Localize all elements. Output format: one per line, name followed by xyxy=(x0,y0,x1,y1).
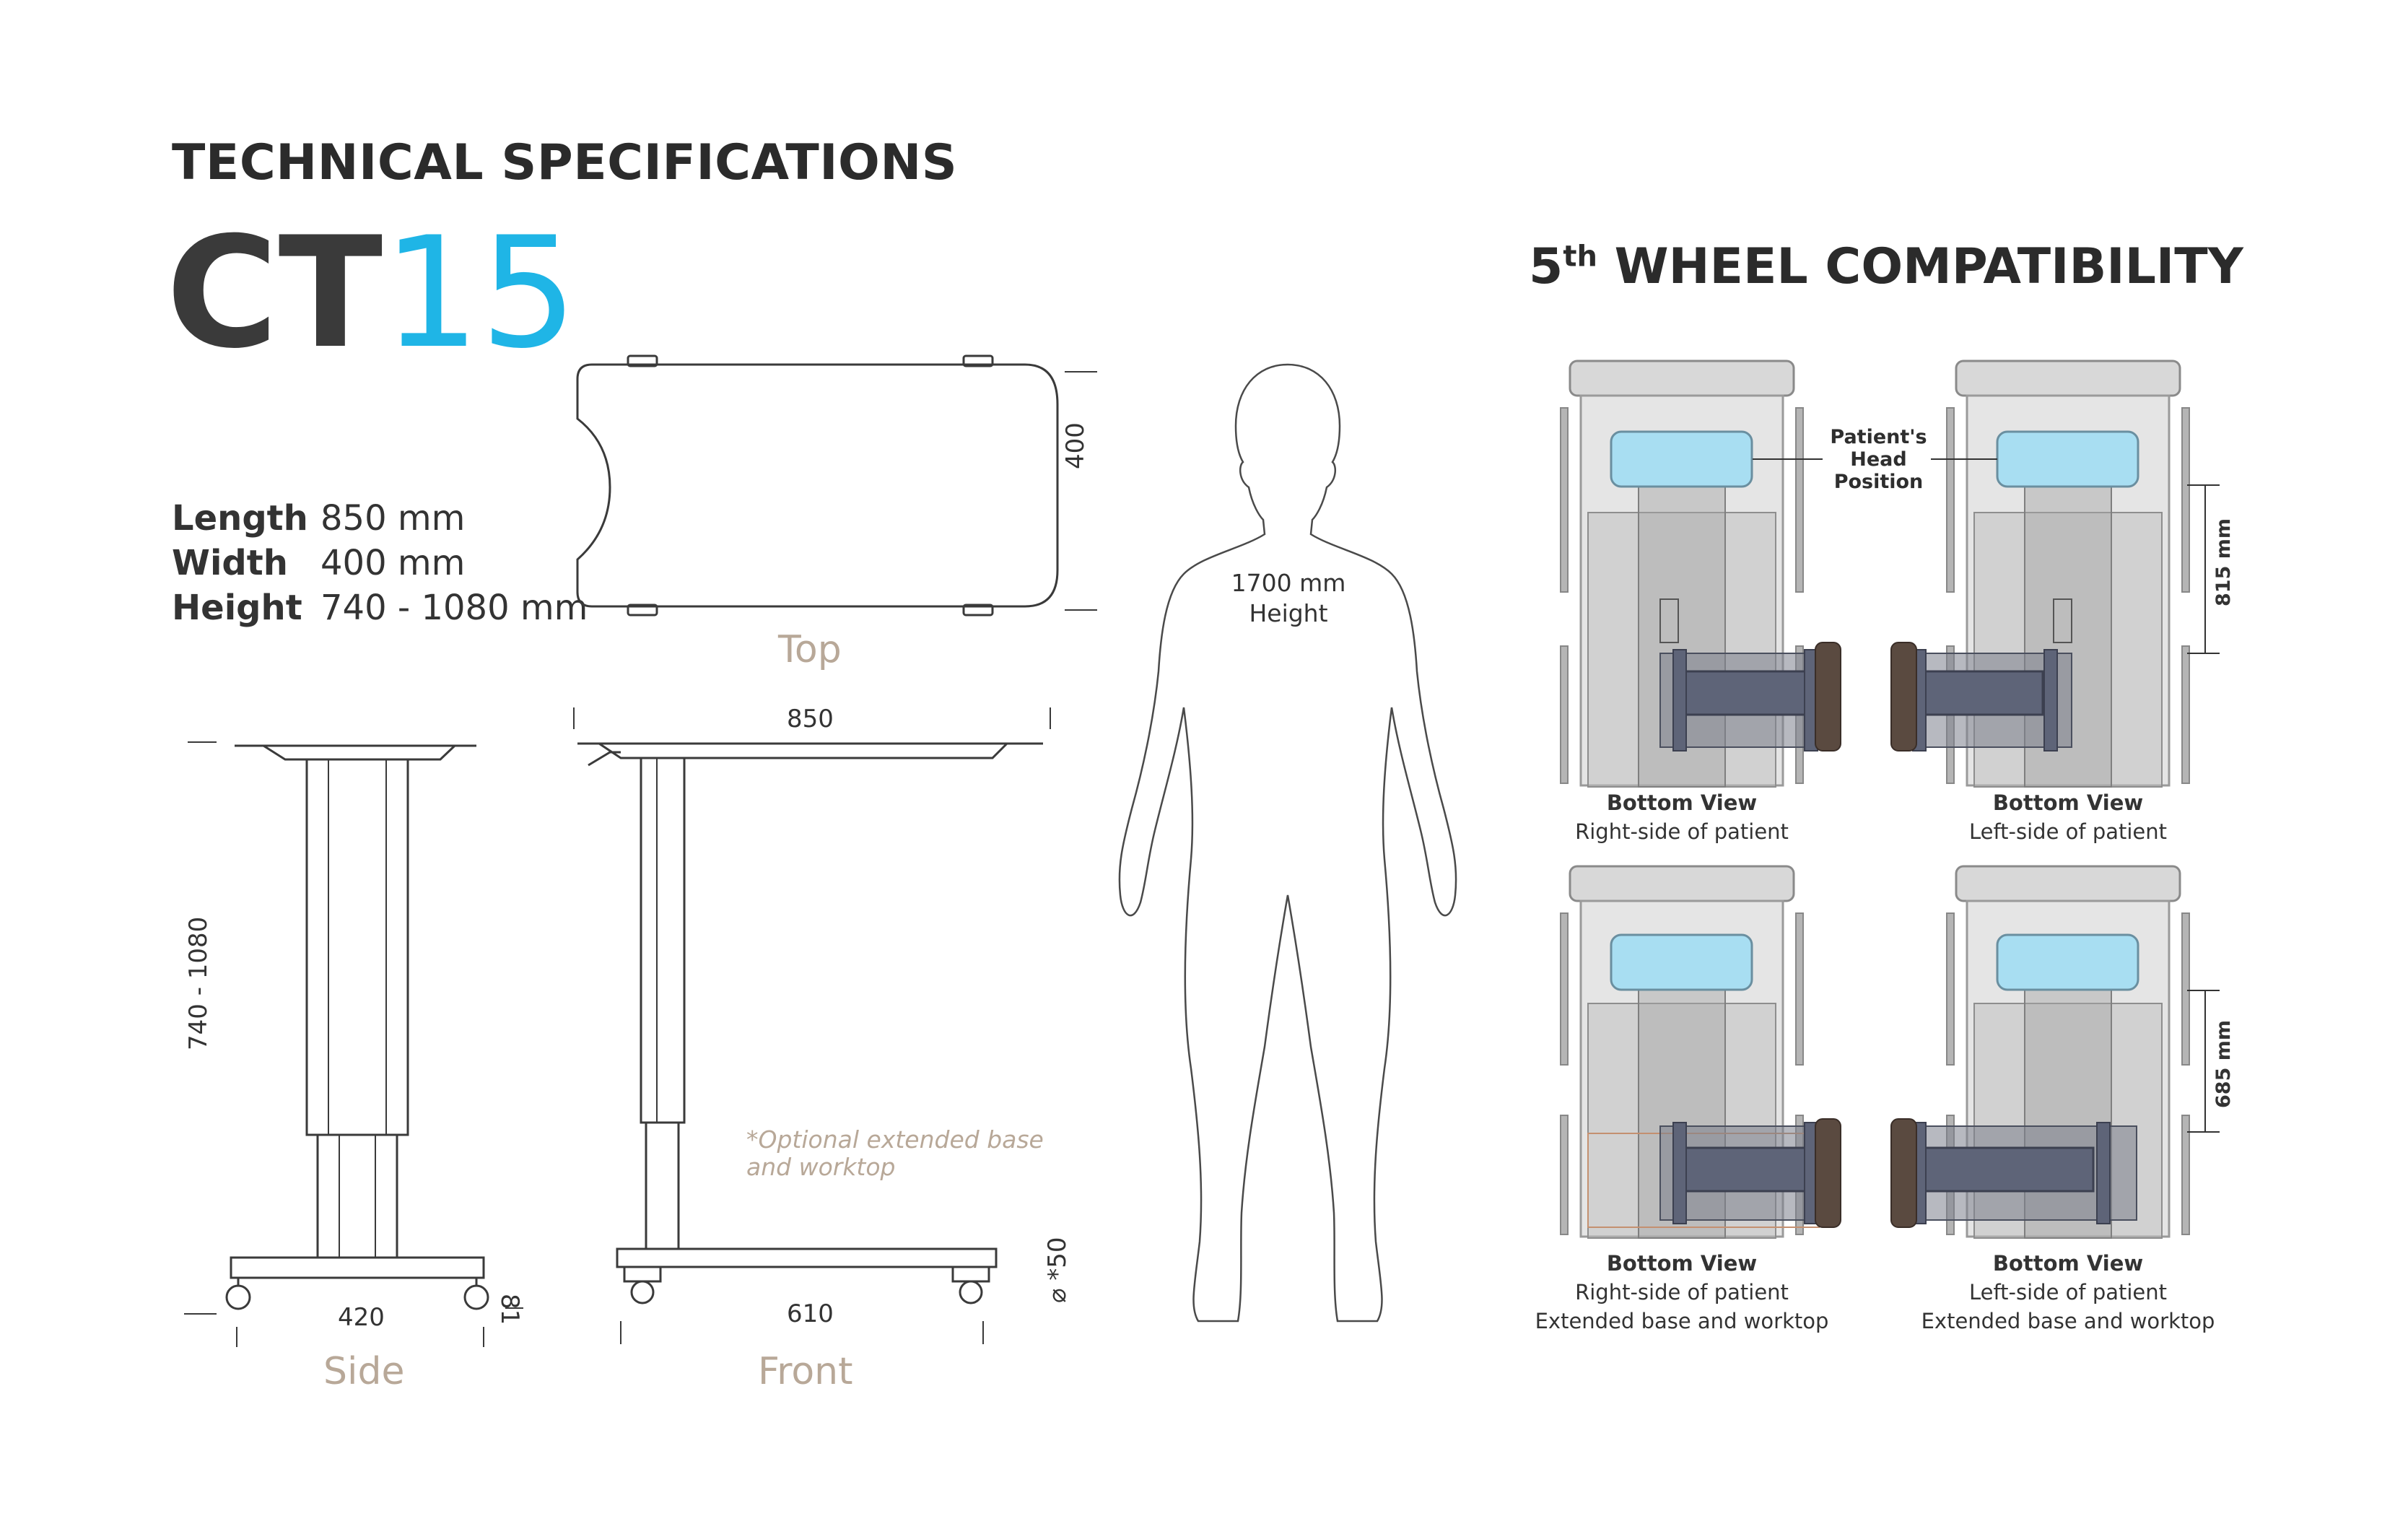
panel-caption-3: Bottom View Right-side of patient Extend… xyxy=(1535,1251,1829,1333)
dim-wheel-offset-2: 685 mm xyxy=(2212,1019,2235,1108)
dim-side-height: 740 - 1080 xyxy=(184,916,213,1050)
model-prefix: CT xyxy=(166,204,383,382)
model-name: CT15 xyxy=(166,217,577,370)
panel-caption-1: Bottom View Right-side of patient xyxy=(1575,790,1789,844)
human-height-value: 1700 mm xyxy=(1231,569,1346,597)
dim-wheel-offset-1: 815 mm xyxy=(2212,518,2235,606)
human-height-label: Height xyxy=(1249,599,1328,627)
dim-front-base: 610 xyxy=(787,1299,834,1328)
bottom-view-panel-3 xyxy=(1560,865,1841,1239)
bottom-view-panel-2 xyxy=(1890,360,2220,788)
spec-label: Length xyxy=(172,498,308,539)
wheel-panels xyxy=(1560,360,2220,1239)
spec-value: 850 mm xyxy=(320,498,466,539)
view-label-front: Front xyxy=(758,1350,853,1393)
spec-label: Height xyxy=(172,588,302,628)
spec-value: 740 - 1080 mm xyxy=(320,588,588,628)
dim-top-width: 400 xyxy=(1061,422,1090,469)
view-label-side: Side xyxy=(323,1350,405,1393)
bottom-view-panel-4 xyxy=(1890,865,2220,1239)
model-number: 15 xyxy=(383,204,577,382)
wheel-title-number: 5 xyxy=(1529,238,1563,295)
optional-note: *Optional extended base and worktop xyxy=(746,1125,1044,1181)
wheel-section-title: 5th WHEEL COMPATIBILITY xyxy=(1529,238,2243,295)
side-view-drawing xyxy=(184,741,523,1347)
wheel-title-suffix: th xyxy=(1563,240,1597,274)
spec-label: Width xyxy=(172,543,288,583)
dim-front-length: 850 xyxy=(787,705,834,733)
spec-width: Width 400 mm xyxy=(172,543,465,583)
view-label-top: Top xyxy=(778,628,842,671)
bottom-view-panel-1 xyxy=(1560,360,1841,788)
panel-caption-2: Bottom View Left-side of patient xyxy=(1968,790,2168,844)
top-view-drawing xyxy=(576,354,1097,617)
front-view-drawing xyxy=(573,707,1051,1344)
wheel-title-rest: WHEEL COMPATIBILITY xyxy=(1597,238,2243,295)
dim-wheel-diameter: ⌀ *50 xyxy=(1043,1237,1072,1303)
human-silhouette xyxy=(1118,363,1457,1323)
spec-height: Height 740 - 1080 mm xyxy=(172,588,588,628)
spec-length: Length 850 mm xyxy=(172,498,465,539)
spec-value: 400 mm xyxy=(320,543,466,583)
dim-side-base: 420 xyxy=(338,1303,385,1332)
head-position-label: Patient's Head Position xyxy=(1830,426,1927,493)
panel-caption-4: Bottom View Left-side of patient Extende… xyxy=(1921,1251,2215,1333)
page-title: TECHNICAL SPECIFICATIONS xyxy=(172,134,958,191)
dim-side-wheel-height: 81 xyxy=(495,1294,524,1325)
